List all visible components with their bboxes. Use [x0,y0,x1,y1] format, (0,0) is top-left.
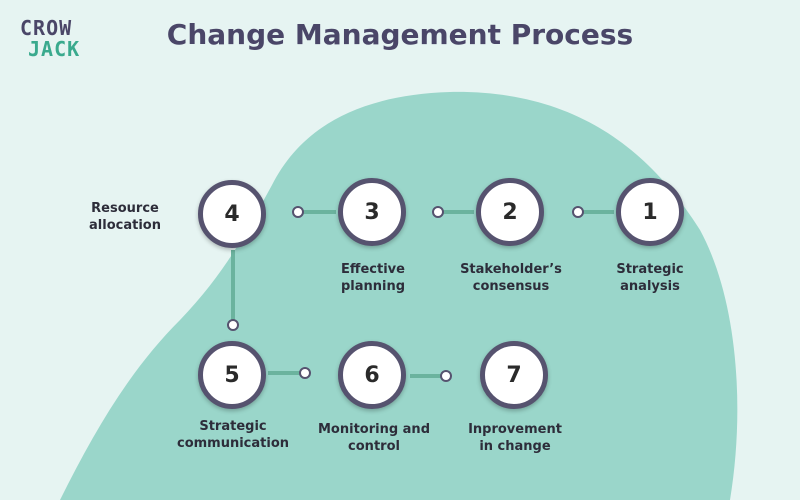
step-label-4: Resource allocation [70,200,180,234]
step-node-6: 6 [338,341,406,409]
connector-lines [231,210,614,378]
step-label-7: Inprovement in change [445,421,585,455]
step-label-line: Resource [91,201,159,216]
step-label-line: Strategic [199,419,267,434]
connector-dot [572,206,584,218]
step-number: 1 [642,199,658,225]
step-label-line: analysis [620,279,680,294]
crowjack-logo: CROW JACK [20,18,80,60]
step-number: 5 [224,362,240,388]
step-label-line: consensus [472,279,550,294]
step-label-line: communication [176,436,290,451]
step-label-2: Stakeholder’s consensus [441,261,581,295]
step-label-3: Effective planning [303,261,443,295]
step-node-4: 4 [198,180,266,248]
step-label-line: Monitoring and [317,422,430,437]
logo-line-1: CROW [20,16,73,40]
page-title: Change Management Process [166,18,634,51]
step-label-line: in change [479,439,551,454]
step-label-1: Strategic analysis [580,261,720,295]
step-label-line: Strategic [616,262,684,277]
step-number: 3 [364,199,380,225]
step-number: 6 [364,362,380,388]
step-label-line: Stakeholder’s [460,262,562,277]
step-label-line: Inprovement [468,422,562,437]
step-node-1: 1 [616,178,684,246]
step-node-5: 5 [198,341,266,409]
step-number: 4 [224,201,240,227]
step-node-2: 2 [476,178,544,246]
step-label-5: Strategic communication [163,418,303,452]
step-node-3: 3 [338,178,406,246]
step-label-line: allocation [89,218,161,233]
step-label-line: planning [340,279,406,294]
connector-dot [292,206,304,218]
step-node-7: 7 [480,341,548,409]
step-number: 2 [502,199,518,225]
step-number: 7 [506,362,522,388]
step-label-line: Effective [341,262,405,277]
connector-dot [227,319,239,331]
step-label-line: control [348,439,400,454]
logo-line-2: JACK [28,37,81,61]
connector-dot [432,206,444,218]
connector-dot [299,367,311,379]
connector-dot [440,370,452,382]
step-label-6: Monitoring and control [304,421,444,455]
